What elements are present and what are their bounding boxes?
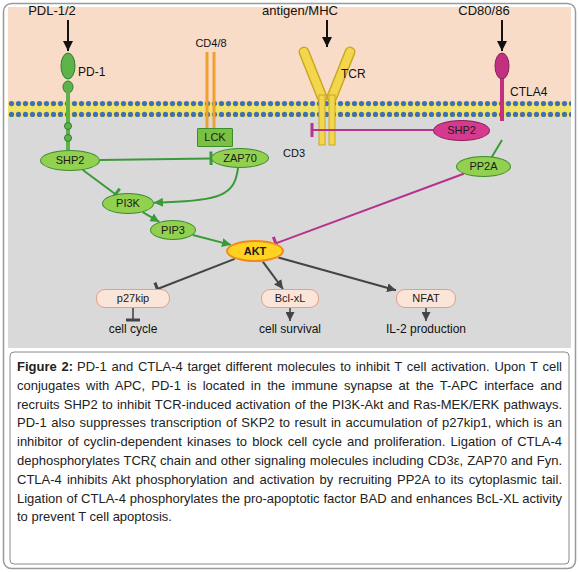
signal-arrow bbox=[425, 308, 427, 321]
outcome-label: cell survival bbox=[259, 323, 321, 337]
phosphatase-oval: SHP2 bbox=[433, 120, 490, 141]
node-text: PIP3 bbox=[161, 224, 185, 236]
cell-membrane bbox=[8, 101, 571, 117]
coreceptor-chain bbox=[206, 52, 209, 128]
outcome-label: cell cycle bbox=[109, 323, 158, 337]
receptor-domain bbox=[495, 53, 509, 79]
coreceptor-chain bbox=[213, 52, 216, 128]
receptor-label: CTLA4 bbox=[510, 86, 547, 100]
node-text: SHP2 bbox=[447, 124, 476, 136]
kinase-oval: PI3K bbox=[102, 193, 154, 214]
node-text: LCK bbox=[204, 131, 225, 143]
node-text: AKT bbox=[244, 245, 267, 257]
ligand-arrow bbox=[67, 20, 69, 51]
receptor-motif bbox=[65, 135, 72, 142]
ligand-label: PDL-1/2 bbox=[28, 4, 76, 19]
tcr-chain bbox=[304, 52, 322, 97]
cytoplasm bbox=[8, 116, 571, 348]
node-text: SHP2 bbox=[56, 154, 85, 166]
node-text: PP2A bbox=[469, 160, 497, 172]
phosphatase-oval: PP2A bbox=[456, 156, 511, 177]
receptor-label: TCR bbox=[341, 68, 366, 82]
node-text: ZAP70 bbox=[223, 152, 257, 164]
node-text: Bcl-xL bbox=[275, 292, 306, 304]
receptor-label: CD3 bbox=[283, 147, 305, 160]
figure-caption: Figure 2:PD-1 and CTLA-4 target differen… bbox=[17, 358, 562, 527]
receptor-domain bbox=[61, 53, 75, 79]
node-text: NFAT bbox=[412, 292, 439, 304]
receptor-motif bbox=[65, 123, 72, 130]
ligand-arrow bbox=[326, 20, 328, 47]
receptor-domain bbox=[63, 81, 73, 93]
kinase-oval: ZAP70 bbox=[211, 148, 269, 168]
signal-arrow bbox=[143, 212, 160, 222]
ligand-label: antigen/MHC bbox=[262, 4, 338, 19]
outcome-label: IL-2 production bbox=[386, 323, 466, 337]
phosphatase-oval: SHP2 bbox=[40, 150, 100, 171]
inhibition-line bbox=[276, 174, 464, 244]
receptor-label: PD-1 bbox=[78, 66, 105, 80]
membrane-lipid-heads bbox=[8, 101, 571, 117]
tcr-stalk bbox=[329, 95, 335, 145]
effector-box: NFAT bbox=[396, 289, 456, 308]
ligand-label: CD80/86 bbox=[458, 4, 509, 19]
inhibition-line bbox=[132, 308, 134, 320]
node-text: PI3K bbox=[116, 197, 140, 209]
inhibition-line bbox=[312, 129, 433, 131]
kinase-box: LCK bbox=[197, 128, 233, 147]
signal-arrow bbox=[154, 168, 238, 203]
effector-box: Bcl-xL bbox=[261, 289, 319, 308]
tcr-stalk bbox=[319, 95, 325, 145]
inhibition-line bbox=[100, 158, 211, 160]
caption-text: PD-1 and CTLA-4 target different molecul… bbox=[17, 359, 562, 524]
signal-arrow bbox=[263, 262, 283, 289]
figure-number: Figure 2: bbox=[17, 359, 73, 374]
caption-frame bbox=[10, 352, 569, 564]
tcr-chain bbox=[304, 52, 322, 97]
lipid-oval: PIP3 bbox=[150, 220, 196, 240]
figure-frame bbox=[4, 4, 576, 569]
signal-arrow bbox=[278, 257, 396, 290]
receptor-label: CD4/8 bbox=[195, 37, 226, 50]
kinase-oval: AKT bbox=[226, 240, 284, 262]
ligand-arrow bbox=[501, 20, 503, 51]
node-text: p27kip bbox=[117, 292, 149, 304]
inhibition-line bbox=[157, 259, 234, 289]
effector-box: p27kip bbox=[96, 289, 170, 308]
signal-arrow bbox=[289, 308, 291, 321]
extracellular-space bbox=[8, 7, 571, 102]
inhibition-line bbox=[83, 170, 116, 194]
signal-arrow bbox=[193, 235, 231, 245]
receptor-stalk bbox=[500, 79, 504, 121]
